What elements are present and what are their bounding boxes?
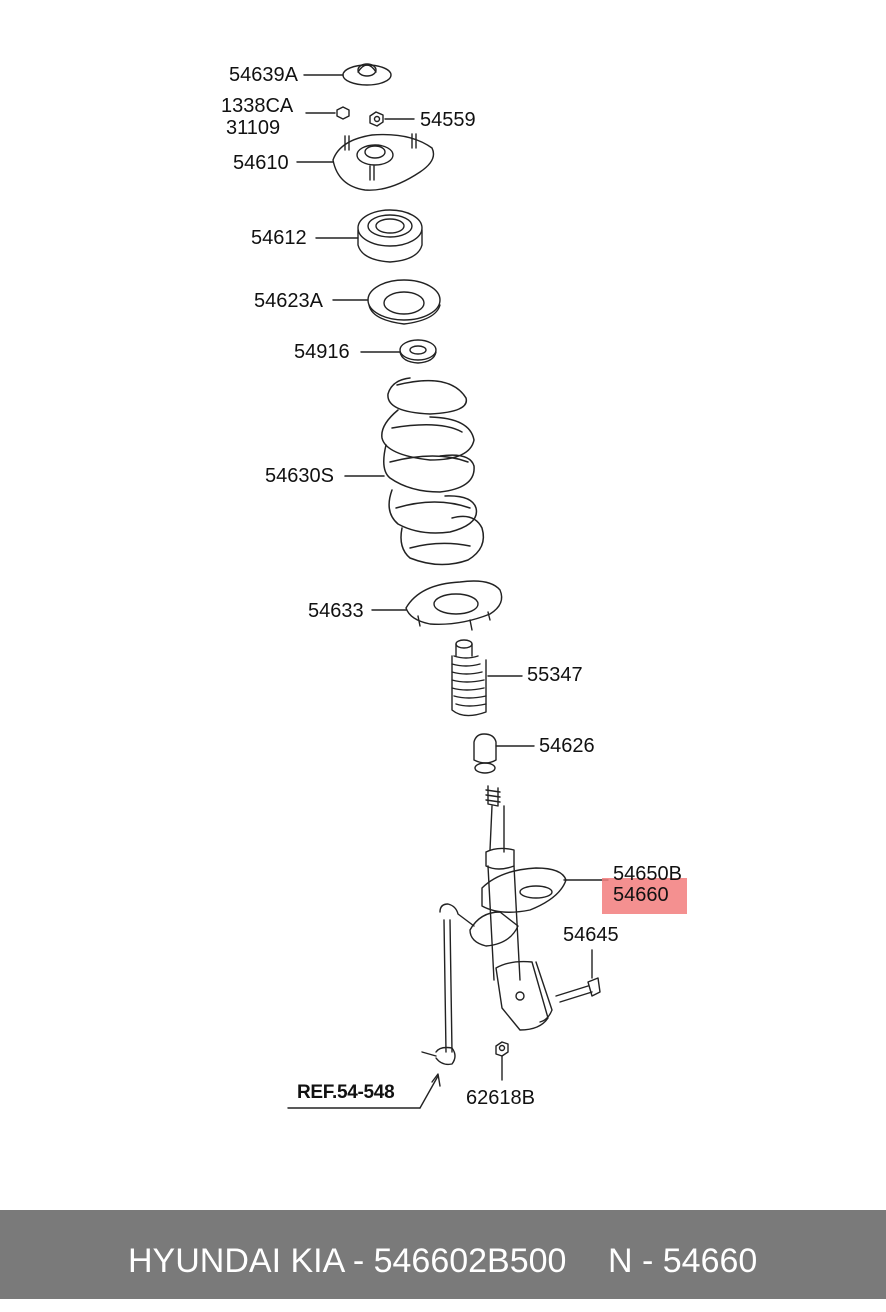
part-1338CA-nut	[305, 106, 350, 120]
part-54626-bump-stop	[473, 733, 535, 774]
part-54639A-cap	[303, 63, 392, 86]
label-54633[interactable]: 54633	[308, 600, 364, 622]
part-54916-washer	[360, 339, 437, 364]
label-54623A[interactable]: 54623A	[254, 290, 323, 312]
footer-ref-number: N - 54660	[608, 1242, 758, 1280]
label-1338CA[interactable]: 1338CA	[221, 95, 294, 117]
part-54623A-seat	[332, 279, 441, 325]
parts-diagram	[287, 63, 609, 1109]
part-54645-bolt	[555, 949, 601, 1003]
part-54610-strut-mount	[296, 133, 435, 191]
label-55347[interactable]: 55347	[527, 664, 583, 686]
ref-label[interactable]: REF.54-548	[297, 1082, 395, 1103]
part-54559-nut	[369, 111, 415, 127]
label-54660[interactable]: 54660	[613, 884, 669, 906]
label-31109[interactable]: 31109	[226, 117, 281, 139]
ref-arrow	[287, 1073, 441, 1109]
label-54559[interactable]: 54559	[420, 109, 476, 131]
label-54639A[interactable]: 54639A	[229, 64, 298, 86]
label-54630S[interactable]: 54630S	[265, 465, 334, 487]
footer-part-number: HYUNDAI KIA - 546602B500	[128, 1242, 567, 1280]
part-54633-lower-seat	[371, 580, 503, 631]
part-55347-dust-boot	[451, 639, 523, 717]
label-54645[interactable]: 54645	[563, 924, 619, 946]
part-62618B-nut	[495, 1041, 509, 1081]
label-62618B[interactable]: 62618B	[466, 1087, 535, 1109]
label-54610[interactable]: 54610	[233, 152, 289, 174]
part-54660-strut-assembly	[469, 785, 609, 1031]
highlight-box	[602, 878, 687, 914]
footer-bar: HYUNDAI KIA - 546602B500 N - 54660	[0, 1210, 886, 1299]
label-54650B[interactable]: 54650B	[613, 863, 682, 885]
stabilizer-link	[421, 903, 475, 1066]
label-54612[interactable]: 54612	[251, 227, 307, 249]
label-54916[interactable]: 54916	[294, 341, 350, 363]
label-54626[interactable]: 54626	[539, 735, 595, 757]
part-54630S-coil-spring	[344, 377, 485, 566]
part-54612-bearing	[315, 209, 423, 263]
